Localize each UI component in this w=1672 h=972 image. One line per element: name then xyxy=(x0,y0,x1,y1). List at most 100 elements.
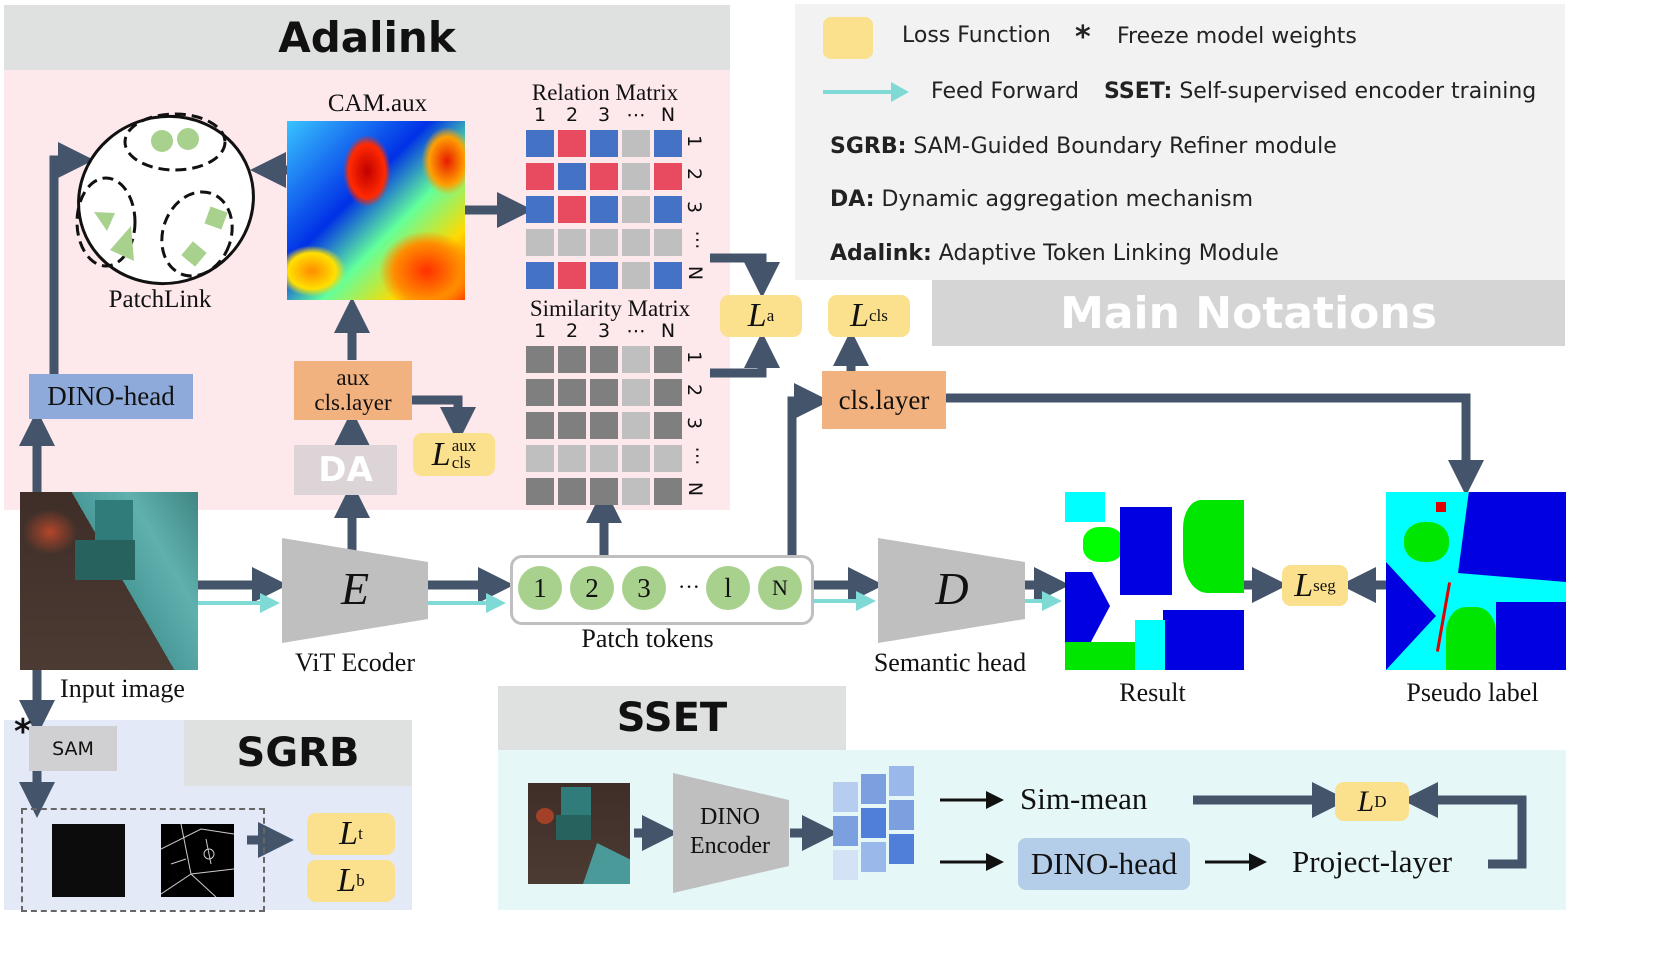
arrow-relation-to-la xyxy=(710,253,780,298)
relation-matrix-cell xyxy=(558,196,586,223)
relation-matrix-cell xyxy=(558,229,586,256)
cls-layer-block: cls.layer xyxy=(822,371,946,429)
loss-legend-swatch xyxy=(823,17,873,59)
similarity-matrix-col-label: ⋯ xyxy=(626,320,646,342)
similarity-matrix-cell xyxy=(590,445,618,472)
freeze-icon: * xyxy=(1075,20,1091,55)
freeze-legend-label: Freeze model weights xyxy=(1117,24,1357,49)
patch-token: 1 xyxy=(518,566,562,610)
pseudo-label-label: Pseudo label xyxy=(1406,678,1539,707)
main-notations-title: Main Notations xyxy=(932,280,1565,346)
sset-desc: Self-supervised encoder training xyxy=(1179,79,1537,104)
loss-t-sub: t xyxy=(358,824,363,843)
adalink-title: Adalink xyxy=(4,5,730,70)
relation-matrix-cell xyxy=(590,262,618,289)
sset-title: SSET xyxy=(498,686,846,750)
arrow-project-to-ld xyxy=(1402,782,1527,869)
similarity-matrix-cell xyxy=(654,478,682,505)
loss-cls-main: L xyxy=(850,297,870,334)
relation-matrix-cell xyxy=(654,196,682,223)
loss-seg-main: L xyxy=(1294,566,1314,604)
similarity-matrix-cell xyxy=(526,412,554,439)
loss-legend-label: Loss Function xyxy=(902,23,1051,48)
patch-token: l xyxy=(706,566,750,610)
relation-matrix-cell xyxy=(526,196,554,223)
relation-matrix-col-label: 2 xyxy=(565,104,579,126)
cam-heatmap xyxy=(287,121,465,300)
project-layer-label: Project-layer xyxy=(1292,844,1453,879)
aux-cls-layer-line1: aux xyxy=(336,365,370,391)
loss-aux-cls-sup: aux xyxy=(451,436,477,456)
legend-panel xyxy=(795,4,1565,280)
similarity-matrix-cell xyxy=(622,412,650,439)
arrow-dinohead-to-patchlink xyxy=(49,142,94,374)
similarity-matrix-cell xyxy=(526,379,554,406)
feature-cell xyxy=(833,782,858,812)
similarity-matrix-cell xyxy=(526,346,554,373)
similarity-matrix-cell xyxy=(654,379,682,406)
relation-matrix-cell xyxy=(526,130,554,157)
relation-matrix-cell xyxy=(622,130,650,157)
dino-encoder-line2: Encoder xyxy=(690,832,770,859)
pseudo-label-image xyxy=(1386,492,1566,670)
da-block: DA xyxy=(294,445,397,495)
similarity-matrix-col-label: 1 xyxy=(533,320,547,342)
arrow-auxcls-to-laux xyxy=(412,395,476,443)
feature-grid xyxy=(833,766,918,888)
feed-forward-arrow-icon xyxy=(823,90,893,94)
arrow-tokens-to-clslayer xyxy=(787,383,830,555)
relation-matrix-cell xyxy=(654,130,682,157)
sgrb-title: SGRB xyxy=(184,720,412,786)
sgrb-legend: SGRB: SAM-Guided Boundary Refiner module xyxy=(830,134,1337,159)
decoder-symbol: D xyxy=(935,563,969,614)
similarity-matrix-col-label: N xyxy=(660,320,676,342)
sam-mask-image xyxy=(52,824,125,897)
encoder-label: ViT Ecoder xyxy=(295,648,415,677)
loss-aux-cls-sub: cls xyxy=(451,452,471,472)
relation-matrix-cell xyxy=(558,262,586,289)
similarity-matrix-cell xyxy=(654,445,682,472)
feature-cell xyxy=(833,850,858,880)
similarity-matrix-cell xyxy=(526,478,554,505)
cluster-triangle-icon xyxy=(110,226,134,261)
da-desc: Dynamic aggregation mechanism xyxy=(881,187,1254,212)
feature-cell xyxy=(861,842,886,872)
loss-a-main: L xyxy=(747,297,767,334)
relation-matrix-cell xyxy=(590,130,618,157)
relation-matrix-cell xyxy=(622,229,650,256)
feature-cell xyxy=(861,808,886,838)
cluster-square-icon xyxy=(181,241,207,267)
decoder-label: Semantic head xyxy=(873,648,1027,677)
relation-matrix-col-label: N xyxy=(660,104,676,126)
feature-cell xyxy=(889,766,914,796)
relation-matrix-cell xyxy=(526,163,554,190)
similarity-matrix-cell xyxy=(558,412,586,439)
sim-mean-label: Sim-mean xyxy=(1020,781,1148,816)
relation-matrix-cell xyxy=(654,262,682,289)
relation-matrix-title: Relation Matrix xyxy=(531,80,679,105)
input-image-roof xyxy=(95,500,133,542)
patch-token: 3 xyxy=(622,566,666,610)
da-key: DA: xyxy=(830,187,875,212)
similarity-matrix-cell xyxy=(590,478,618,505)
sam-masks-group xyxy=(21,808,265,912)
patchlink-label: PatchLink xyxy=(108,286,212,313)
result-image xyxy=(1065,492,1244,670)
loss-b-sub: b xyxy=(356,871,365,890)
aux-cls-layer-block: aux cls.layer xyxy=(294,361,412,420)
similarity-matrix-cell xyxy=(558,445,586,472)
similarity-matrix-cell xyxy=(622,346,650,373)
sset-input-image xyxy=(528,783,630,884)
cluster-circle-icon xyxy=(151,130,173,152)
input-image-roof xyxy=(75,540,135,580)
feed-forward-label: Feed Forward xyxy=(931,79,1079,104)
dino-encoder-label: DINO Encoder xyxy=(680,803,780,861)
